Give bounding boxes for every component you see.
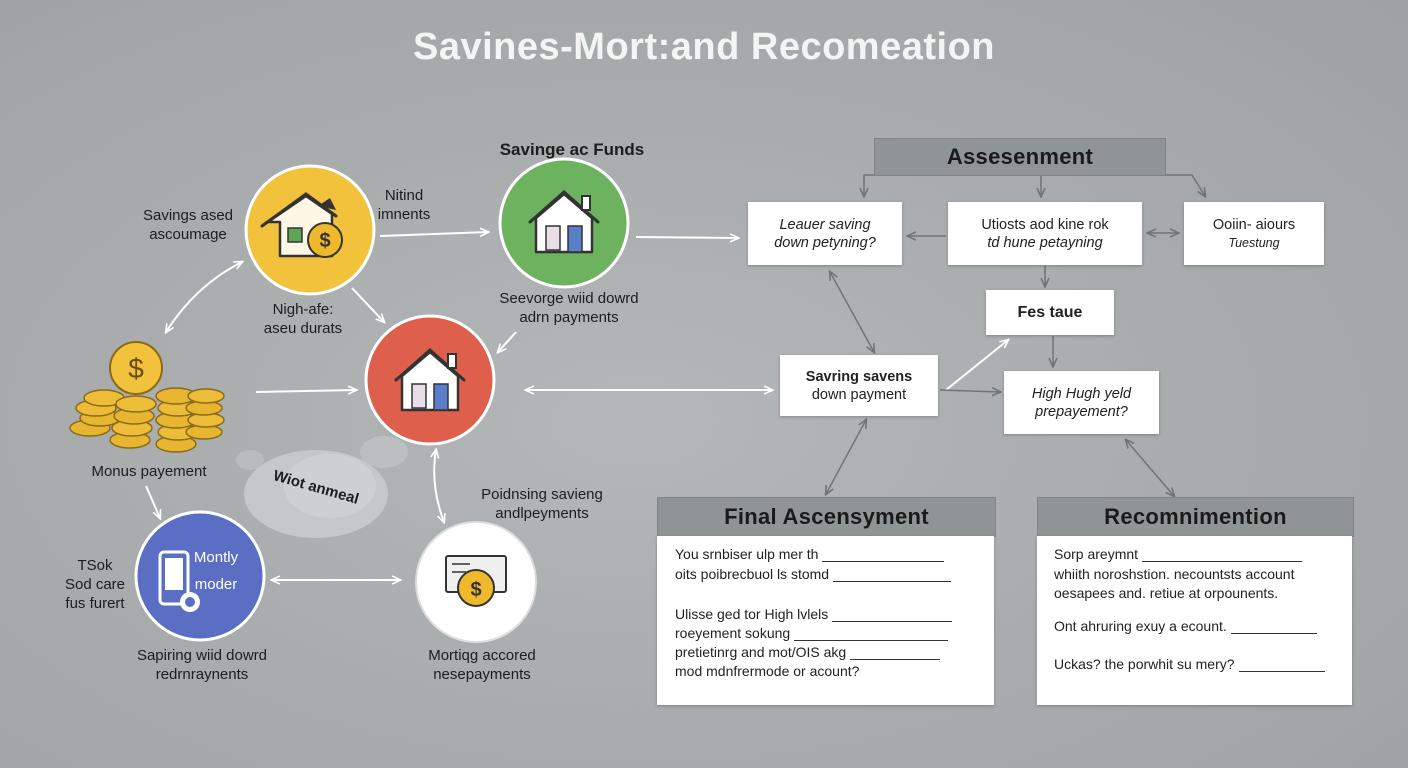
- final-line-1: You srnbiser ulp mer th: [675, 546, 945, 562]
- house-coin-icon: $: [260, 192, 343, 258]
- final-line-5: pretietinrg and mot/OIS akg: [675, 644, 941, 660]
- final-line-6: mod mdnfrermode or acount?: [675, 663, 860, 679]
- diagram-title: Savines-Mort:and Recomeation: [413, 26, 995, 68]
- recommendation-panel: Sorp areymnt whiith noroshstion. necount…: [1037, 536, 1352, 705]
- assessment-header: Assesenment: [874, 138, 1166, 176]
- label-mortiag: Mortiqg accored nesepayments: [428, 647, 536, 683]
- phone-coin-icon: [158, 550, 200, 612]
- recommendation-line-1: Sorp areymnt: [1054, 546, 1303, 562]
- recommendation-header: Recomnimention: [1037, 497, 1354, 537]
- final-panel: You srnbiser ulp mer th oits poibrecbuol…: [657, 536, 994, 705]
- recommendation-line-5: Uckas? the porwhit su mery?: [1054, 656, 1325, 672]
- assessment-box-mid: Utiosts aod kine rok td hune petayning: [948, 202, 1142, 265]
- final-line-4: roeyement sokung: [675, 625, 949, 641]
- label-top-funds: Savinge ac Funds: [499, 140, 645, 159]
- label-sapiring: Sapiring wiid dowrd redrnraynents: [136, 647, 268, 683]
- arrow-coins-to-red: [255, 390, 356, 392]
- label-savings-assoc: Savings ased ascoumage: [142, 207, 234, 243]
- label-severge: Seevorge wiid dowrd adrn payments: [499, 290, 639, 326]
- recommendation-line-2: whiith noroshstion. necountsts account: [1054, 566, 1295, 582]
- arrow-saving-to-final: [826, 420, 866, 494]
- label-high-rate: Nigh-afe: aseu durats: [263, 301, 343, 337]
- label-monus: Monus payement: [91, 463, 207, 480]
- label-nitind: Nitind imnents: [377, 187, 431, 223]
- speech-cloud: [236, 436, 408, 538]
- high-box: High Hugh yeld prepayement?: [1004, 371, 1159, 434]
- node-blue: [134, 510, 266, 642]
- fee-box: Fes taue: [986, 290, 1114, 335]
- node-white: $: [415, 521, 537, 643]
- final-line-3: Ulisse ged tor High lvlels: [675, 606, 953, 622]
- arrow-high-to-recommendation: [1126, 440, 1174, 496]
- svg-text:$: $: [470, 579, 481, 601]
- arrow-saving-to-fee: [945, 340, 1008, 391]
- assessment-box-left: Leauer saving down petyning?: [748, 202, 902, 265]
- final-line-2: oits poibrecbuol ls stomd: [675, 566, 952, 582]
- saving-box: Savring savens down payment: [780, 355, 938, 416]
- coin-stack-icon: $: [69, 341, 225, 453]
- arrow-yellow-to-green: [379, 232, 488, 236]
- label-poidnsing: Poidnsing savieng andlpeyments: [481, 486, 603, 522]
- arrow-red-white: [434, 450, 444, 522]
- arrow-green-to-red: [498, 331, 517, 352]
- recommendation-line-3: oesapees and. retiue at orpounents.: [1054, 585, 1279, 601]
- node-yellow: $: [244, 164, 376, 296]
- left-connectors: [145, 232, 1008, 580]
- arrow-assessment-left: [864, 174, 874, 196]
- arrow-saving-to-high: [939, 390, 1000, 392]
- arrow-assessment-right: [1165, 174, 1205, 196]
- right-connectors: [826, 174, 1205, 496]
- arrow-coins-yellow: [166, 262, 242, 332]
- label-tsok: TSok Sod care fus furert: [64, 557, 126, 612]
- node-green: [498, 157, 630, 289]
- house-icon: [528, 189, 600, 254]
- bill-coin-icon: $: [445, 555, 507, 607]
- arrow-yellow-to-red: [351, 287, 384, 322]
- arrow-green-to-assessment: [635, 237, 738, 238]
- node-red: [364, 314, 496, 446]
- final-header: Final Ascensyment: [657, 497, 996, 537]
- recommendation-line-4: Ont ahruring exuy a ecount.: [1054, 618, 1317, 634]
- svg-text:$: $: [128, 353, 144, 384]
- arrow-monus-to-blue: [145, 485, 160, 518]
- label-montly: Montly moder: [193, 549, 239, 593]
- svg-text:$: $: [319, 230, 330, 252]
- assessment-box-right: Ooiin- aiours Tuestung: [1184, 202, 1324, 265]
- arrow-leauer-saving: [830, 272, 874, 352]
- house-icon: [394, 347, 466, 412]
